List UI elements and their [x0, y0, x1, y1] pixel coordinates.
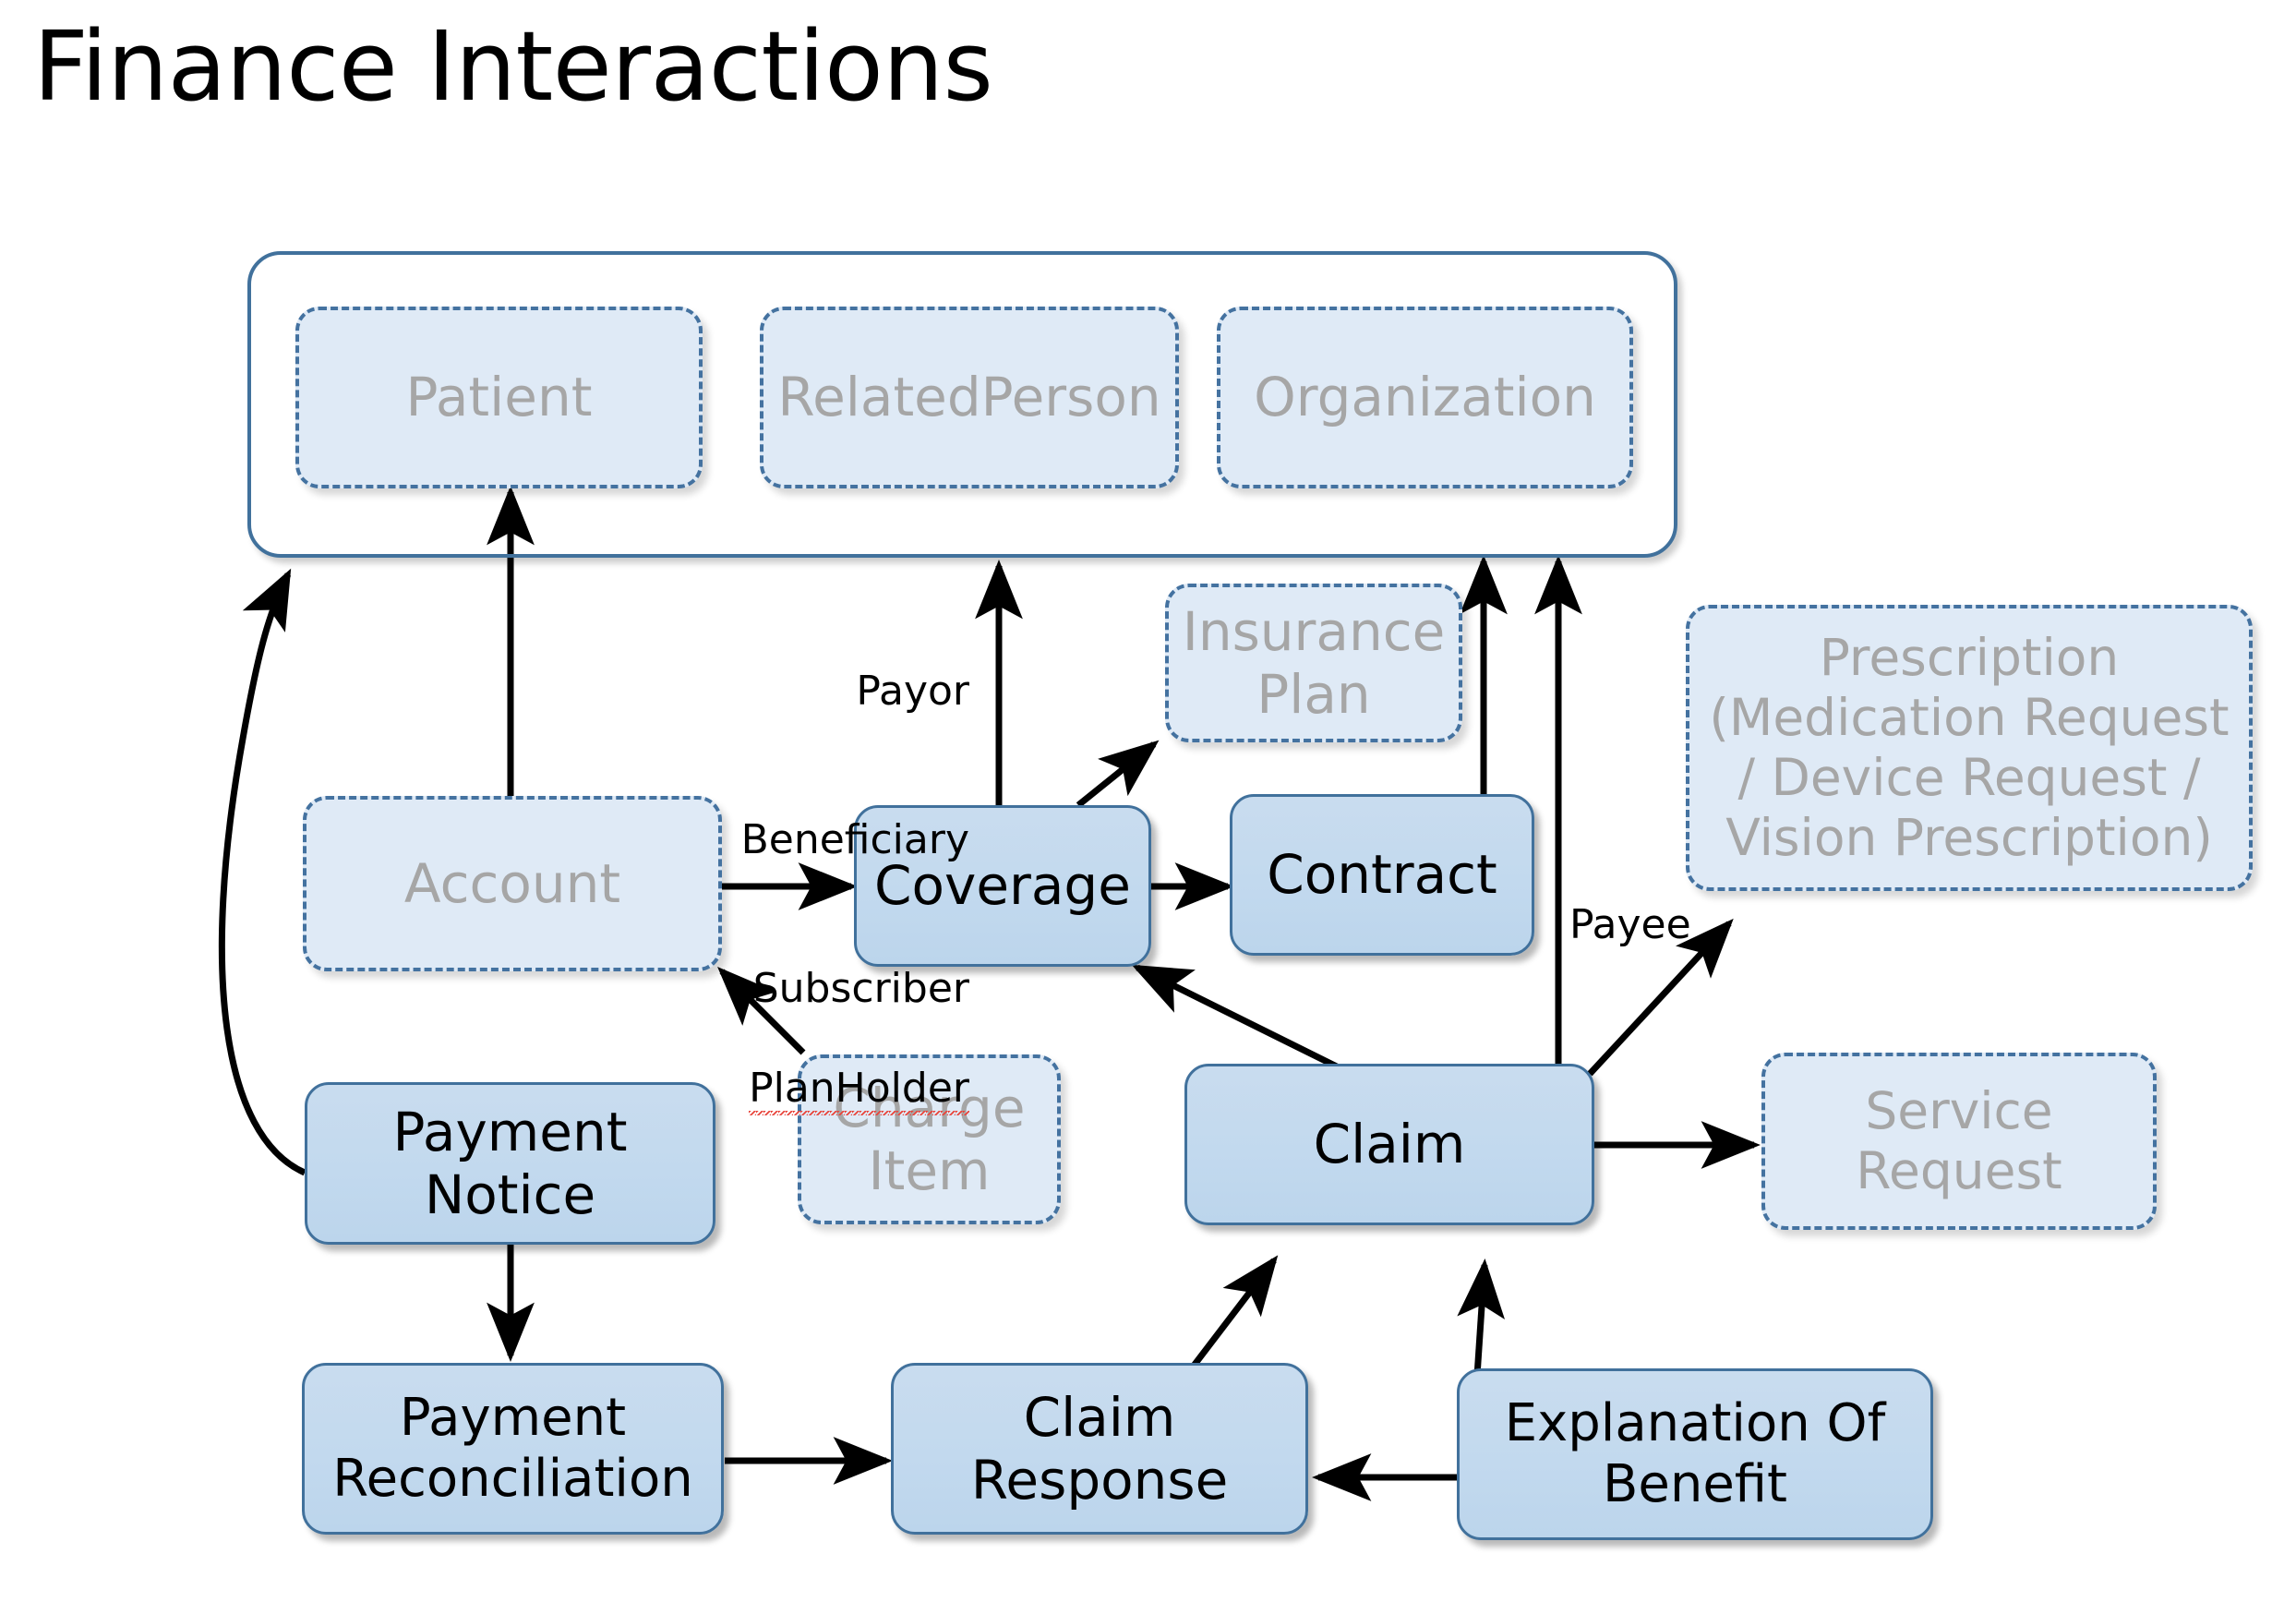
node-claim-label: Claim	[1313, 1113, 1466, 1176]
edge-paymentnotice-actorgroup	[218, 568, 307, 1176]
node-contract[interactable]: Contract	[1230, 794, 1534, 956]
node-relatedperson-label: RelatedPerson	[777, 366, 1161, 429]
edge-label-payee: Payee	[1569, 901, 1691, 948]
edge-eob-claim	[1457, 1259, 1506, 1377]
node-account[interactable]: Account	[303, 796, 722, 971]
node-prescription[interactable]: Prescription(Medication Request/ Device …	[1686, 605, 2253, 891]
node-claim[interactable]: Claim	[1184, 1064, 1594, 1225]
edge-coverage-insuranceplan	[1076, 740, 1160, 808]
node-coverage-label: Coverage	[874, 854, 1131, 918]
actor-group-container	[247, 251, 1677, 558]
edge-claim-coverage	[1131, 964, 1361, 1081]
node-organization-label: Organization	[1254, 366, 1596, 429]
edge-label-role-beneficiary: Beneficiary	[740, 816, 969, 864]
node-contract-label: Contract	[1267, 843, 1497, 907]
node-patient[interactable]: Patient	[295, 307, 703, 488]
edge-label-role-subscriber: Subscriber	[752, 965, 969, 1013]
node-prescription-label: Prescription(Medication Request/ Device …	[1709, 628, 2230, 867]
page-title: Finance Interactions	[33, 10, 993, 123]
node-patient-label: Patient	[405, 366, 593, 429]
edge-claimresponse-claim	[1188, 1255, 1279, 1372]
node-coverage[interactable]: Coverage	[854, 805, 1151, 967]
node-relatedperson[interactable]: RelatedPerson	[760, 307, 1179, 488]
node-account-label: Account	[403, 851, 621, 915]
node-organization[interactable]: Organization	[1217, 307, 1633, 488]
edge-label-coverage-roles: Payor Beneficiary Subscriber PlanHolder	[637, 568, 969, 1165]
edge-label-role-planholder: PlanHolder	[749, 1063, 969, 1116]
edge-label-role-payor: Payor	[856, 668, 969, 716]
